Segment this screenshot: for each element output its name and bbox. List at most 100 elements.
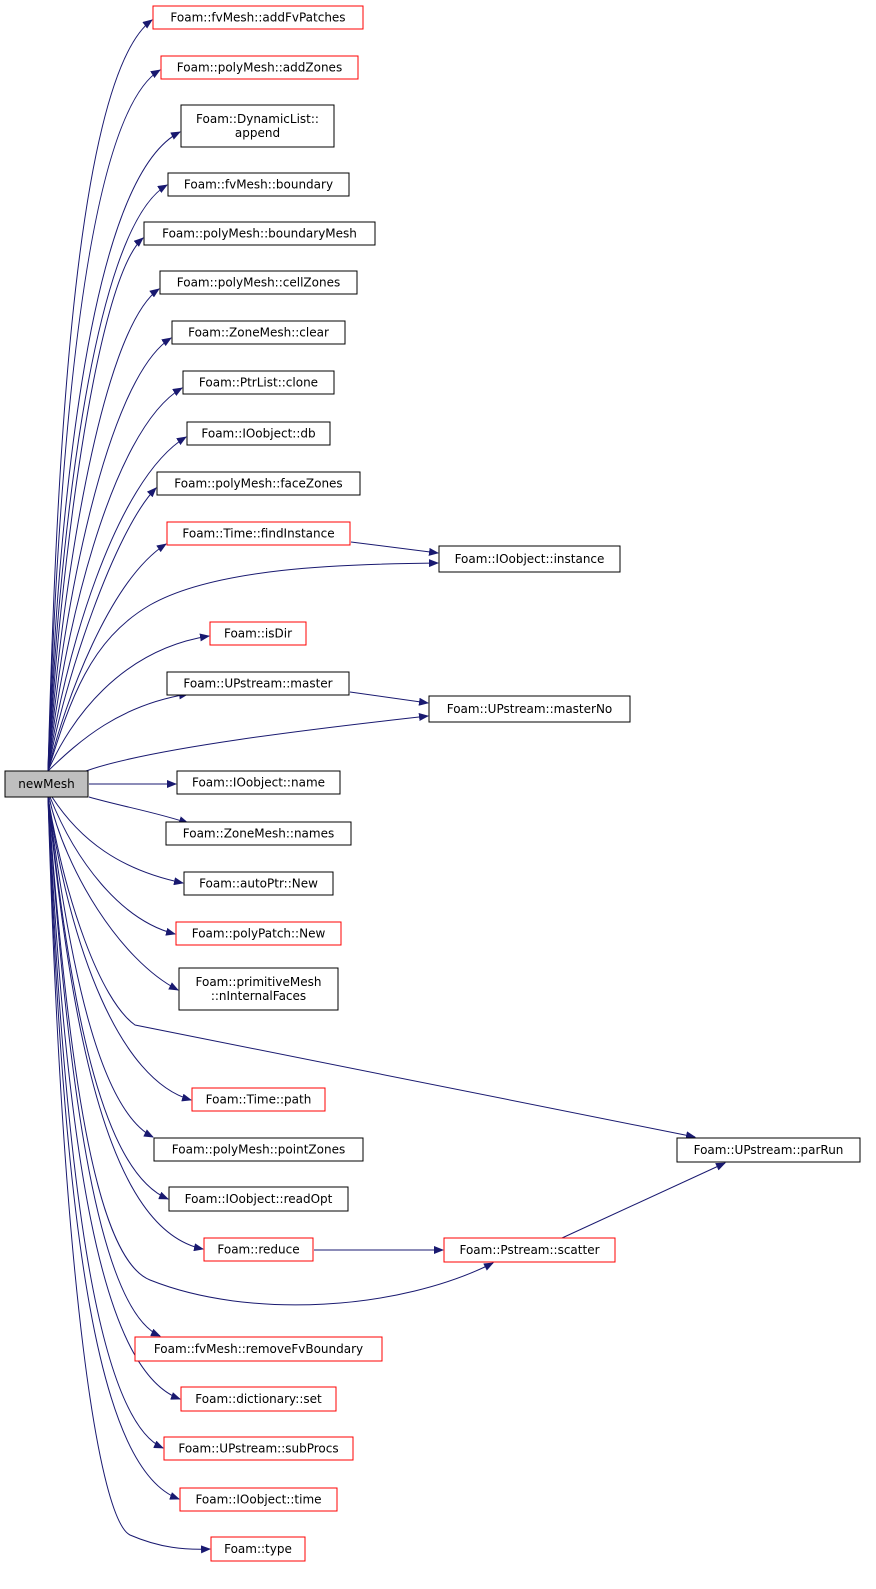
edge-master-to-masterNo [349, 691, 429, 706]
node-label: Foam::fvMesh::boundary [184, 178, 333, 192]
node-box [676, 1137, 861, 1163]
node-time[interactable]: Foam::IOobject::time [179, 1487, 338, 1512]
node-label: Foam::IOobject::readOpt [185, 1192, 333, 1206]
node-addZones[interactable]: Foam::polyMesh::addZones [160, 55, 359, 80]
node-removeFvBoundary[interactable]: Foam::fvMesh::removeFvBoundary [134, 1336, 383, 1362]
node-box [166, 671, 350, 696]
node-label: ::nInternalFaces [211, 989, 306, 1003]
node-box [156, 471, 361, 496]
edge-newMesh-to-master [47, 691, 189, 772]
node-name[interactable]: Foam::IOobject::name [176, 770, 341, 795]
node-box [203, 1237, 314, 1262]
node-label: Foam::Time::findInstance [182, 527, 334, 541]
node-db[interactable]: Foam::IOobject::db [186, 421, 331, 446]
node-findInstance[interactable]: Foam::Time::findInstance [166, 521, 351, 546]
node-faceZones[interactable]: Foam::polyMesh::faceZones [156, 471, 361, 496]
node-type[interactable]: Foam::type [210, 1536, 306, 1562]
edge-newMesh-to-faceZones [47, 487, 157, 772]
node-instance[interactable]: Foam::IOobject::instance [438, 545, 621, 573]
node-addFvPatches[interactable]: Foam::fvMesh::addFvPatches [152, 5, 364, 30]
edge-newMesh-to-names [88, 796, 189, 824]
node-box [183, 871, 334, 896]
node-label: Foam::autoPtr::New [199, 877, 318, 891]
edge-newMesh-to-findInstance [47, 543, 167, 772]
node-box [168, 1186, 349, 1212]
node-label: Foam::polyMesh::pointZones [172, 1143, 345, 1157]
node-subProcs[interactable]: Foam::UPstream::subProcs [163, 1436, 354, 1461]
edge-newMesh-to-masterNo [85, 713, 429, 772]
edge-scatter-to-parRun [561, 1162, 726, 1239]
node-label: Foam::UPstream::masterNo [447, 702, 613, 716]
node-box [178, 967, 339, 1011]
edge-newMesh-to-instance [47, 559, 439, 772]
node-label: Foam::PtrList::clone [199, 376, 318, 390]
node-label: Foam::polyPatch::New [192, 927, 326, 941]
node-label: Foam::polyMesh::addZones [177, 61, 342, 75]
node-label: Foam::IOobject::db [201, 427, 315, 441]
node-append[interactable]: Foam::DynamicList::append [180, 104, 335, 148]
edge-findInstance-to-instance [350, 541, 439, 556]
edge-newMesh-to-readOpt [47, 796, 169, 1200]
node-box [166, 521, 351, 546]
node-pointZones[interactable]: Foam::polyMesh::pointZones [153, 1137, 364, 1162]
node-clone[interactable]: Foam::PtrList::clone [182, 370, 335, 395]
node-autoPtrNew[interactable]: Foam::autoPtr::New [183, 871, 334, 896]
node-box [438, 545, 621, 573]
node-label: newMesh [18, 777, 74, 791]
edge-newMesh-to-set [47, 796, 181, 1400]
node-label: Foam::UPstream::subProcs [178, 1442, 338, 1456]
node-label: Foam::dictionary::set [195, 1392, 322, 1406]
edge-newMesh-to-clone [47, 387, 183, 772]
node-master[interactable]: Foam::UPstream::master [166, 671, 350, 696]
node-label: Foam::polyMesh::cellZones [177, 276, 340, 290]
node-polyPatchNew[interactable]: Foam::polyPatch::New [175, 921, 342, 946]
node-masterNo[interactable]: Foam::UPstream::masterNo [428, 695, 631, 723]
edge-newMesh-to-autoPtrNew [51, 796, 184, 886]
edge-newMesh-to-nInternalFaces [48, 796, 179, 991]
node-cellZones[interactable]: Foam::polyMesh::cellZones [159, 270, 358, 295]
node-isDir[interactable]: Foam::isDir [209, 621, 307, 646]
node-box [428, 695, 631, 723]
node-box [143, 221, 376, 246]
node-label: Foam::IOobject::name [192, 776, 325, 790]
node-clear[interactable]: Foam::ZoneMesh::clear [171, 320, 346, 345]
node-readOpt[interactable]: Foam::IOobject::readOpt [168, 1186, 349, 1212]
edge-newMesh-to-removeFvBoundary [47, 796, 161, 1337]
node-set[interactable]: Foam::dictionary::set [180, 1386, 337, 1412]
node-box [176, 770, 341, 795]
edge-newMesh-to-path [47, 796, 192, 1102]
node-label: Foam::IOobject::time [195, 1493, 321, 1507]
edge-newMesh-to-polyPatchNew [49, 796, 176, 936]
node-box [191, 1087, 326, 1112]
node-box [182, 370, 335, 395]
node-box [163, 1436, 354, 1461]
node-label: Foam::ZoneMesh::names [183, 827, 334, 841]
node-scatter[interactable]: Foam::Pstream::scatter [443, 1237, 616, 1263]
node-newMesh[interactable]: newMesh [4, 770, 89, 798]
node-box [153, 1137, 364, 1162]
edge-newMesh-to-pointZones [47, 796, 154, 1138]
node-names[interactable]: Foam::ZoneMesh::names [165, 821, 352, 846]
node-box [210, 1536, 306, 1562]
node-box [209, 621, 307, 646]
node-reduce[interactable]: Foam::reduce [203, 1237, 314, 1262]
node-box [165, 821, 352, 846]
edge-newMesh-to-reduce [47, 796, 204, 1252]
node-label: Foam::fvMesh::removeFvBoundary [154, 1342, 363, 1356]
node-box [180, 1386, 337, 1412]
node-boundaryMesh[interactable]: Foam::polyMesh::boundaryMesh [143, 221, 376, 246]
node-label: Foam::reduce [217, 1243, 299, 1257]
node-label: Foam::UPstream::master [183, 677, 332, 691]
edge-newMesh-to-boundary [47, 184, 168, 772]
edge-newMesh-to-boundaryMesh [47, 237, 144, 772]
node-box [180, 104, 335, 148]
node-parRun[interactable]: Foam::UPstream::parRun [676, 1137, 861, 1163]
edge-newMesh-to-isDir [47, 633, 210, 772]
node-nInternalFaces[interactable]: Foam::primitiveMesh::nInternalFaces [178, 967, 339, 1011]
edge-newMesh-to-addFvPatches [47, 19, 153, 772]
node-boundary[interactable]: Foam::fvMesh::boundary [167, 172, 350, 197]
node-box [186, 421, 331, 446]
node-path[interactable]: Foam::Time::path [191, 1087, 326, 1112]
node-box [159, 270, 358, 295]
node-label: Foam::Pstream::scatter [459, 1243, 599, 1257]
